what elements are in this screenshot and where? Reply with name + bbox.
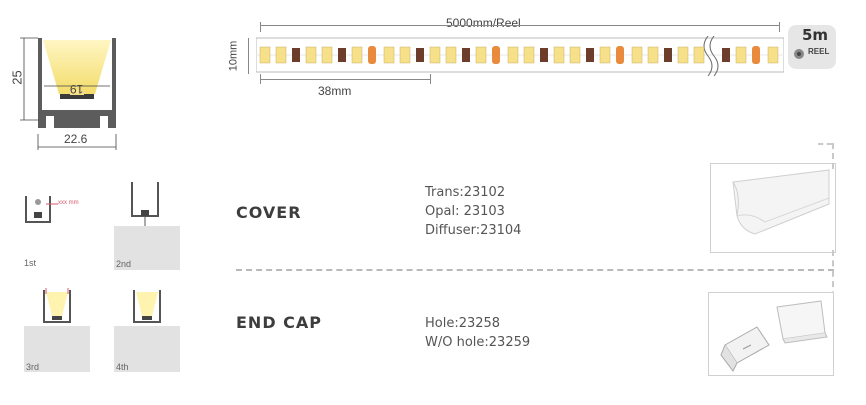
strip-length-tick-right bbox=[779, 22, 780, 32]
solder-pad bbox=[492, 46, 500, 64]
profile-height-dim: 25 bbox=[9, 70, 25, 85]
resistor-chip bbox=[586, 48, 594, 62]
reel-icon bbox=[794, 49, 804, 59]
led-chip bbox=[305, 46, 317, 64]
reel-label: REEL bbox=[808, 47, 830, 56]
cover-code-trans: Trans:23102 bbox=[425, 185, 506, 200]
led-chip bbox=[399, 46, 411, 64]
end-cap-code-no-hole: W/O hole:23259 bbox=[425, 335, 531, 350]
led-chip bbox=[693, 46, 705, 64]
strip-length-line bbox=[260, 25, 780, 26]
solder-pad bbox=[752, 46, 760, 64]
led-chip bbox=[735, 46, 747, 64]
led-chip bbox=[383, 46, 395, 64]
profile-drawing bbox=[20, 37, 117, 150]
resistor-chip bbox=[292, 48, 300, 62]
resistor-chip bbox=[540, 48, 548, 62]
step-2-drawing bbox=[131, 182, 159, 226]
strip-cut-tick-left bbox=[260, 74, 261, 84]
step-1-label: 1st bbox=[24, 258, 37, 268]
end-cap-photo bbox=[708, 292, 834, 376]
end-cap-code-hole: Hole:23258 bbox=[425, 316, 501, 331]
install-step-4: 4th bbox=[114, 282, 180, 372]
led-chip bbox=[351, 46, 363, 64]
strip-cut-line bbox=[260, 79, 430, 80]
led-chip bbox=[677, 46, 689, 64]
profile-width-dim: 22.6 bbox=[64, 132, 88, 146]
led-chip bbox=[767, 46, 779, 64]
reel-badge: 5m REEL bbox=[788, 25, 836, 69]
profile-section: 25 19 22.6 bbox=[10, 30, 135, 155]
install-step-2: 2nd bbox=[114, 180, 180, 270]
end-cap-image bbox=[720, 300, 828, 372]
led-chip bbox=[523, 46, 535, 64]
step-3-label: 3rd bbox=[26, 362, 40, 372]
resistor-chip bbox=[462, 48, 470, 62]
cover-codes: Trans:23102 Opal: 23103 Diffuser:23104 bbox=[425, 183, 521, 240]
led-chip bbox=[475, 46, 487, 64]
resistor-chip bbox=[722, 48, 730, 62]
cover-code-opal: Opal: 23103 bbox=[425, 204, 505, 219]
solder-pad bbox=[368, 46, 376, 64]
strip-length-label: 5000mm/Reel bbox=[446, 16, 521, 30]
install-step-3: 3rd bbox=[24, 282, 90, 372]
step-2-label: 2nd bbox=[116, 259, 132, 269]
resistor-chip bbox=[664, 48, 672, 62]
strip-length-tick-left bbox=[260, 22, 261, 32]
resistor-chip bbox=[416, 48, 424, 62]
cover-image bbox=[732, 169, 830, 235]
profile-inner-width-dim: 19 bbox=[70, 82, 84, 96]
led-chip bbox=[631, 46, 643, 64]
cover-title: COVER bbox=[236, 203, 302, 222]
led-chip bbox=[275, 46, 287, 64]
led-chip bbox=[321, 46, 333, 64]
strip-cut-tick-right bbox=[430, 74, 431, 84]
end-cap-codes: Hole:23258 W/O hole:23259 bbox=[425, 314, 530, 352]
end-cap-title: END CAP bbox=[236, 313, 323, 332]
step-4-ceiling bbox=[114, 326, 180, 372]
step-4-label: 4th bbox=[116, 362, 129, 372]
step-3-ceiling bbox=[24, 326, 90, 372]
led-chip bbox=[259, 46, 271, 64]
step-2-ceiling bbox=[114, 226, 180, 270]
led-chip bbox=[507, 46, 519, 64]
step-4-drawing bbox=[133, 290, 161, 323]
resistor-chip bbox=[338, 48, 346, 62]
led-chip bbox=[647, 46, 659, 64]
led-strip-section: 5000mm/Reel 10mm 38mm bbox=[226, 12, 786, 102]
install-step-1: xxx mm 1st bbox=[24, 182, 84, 268]
reel-length: 5m bbox=[802, 26, 829, 44]
strip-cut-label: 38mm bbox=[318, 84, 352, 98]
strip-width-label: 10mm bbox=[227, 40, 240, 72]
led-chip bbox=[569, 46, 581, 64]
step-3-drawing bbox=[43, 288, 71, 323]
section-divider bbox=[236, 269, 834, 271]
step-1-drawing bbox=[25, 196, 58, 223]
cover-photo bbox=[710, 163, 836, 253]
cover-code-diffuser: Diffuser:23104 bbox=[425, 223, 522, 238]
right-edge-divider-top bbox=[832, 143, 834, 169]
led-chip bbox=[429, 46, 441, 64]
step-1-note: xxx mm bbox=[58, 200, 79, 206]
strip-body bbox=[256, 36, 784, 76]
led-chip bbox=[553, 46, 565, 64]
led-chip bbox=[445, 46, 457, 64]
solder-pad bbox=[616, 46, 624, 64]
strip-width-line bbox=[248, 38, 249, 74]
led-chip bbox=[599, 46, 611, 64]
right-edge-tick bbox=[818, 143, 832, 145]
